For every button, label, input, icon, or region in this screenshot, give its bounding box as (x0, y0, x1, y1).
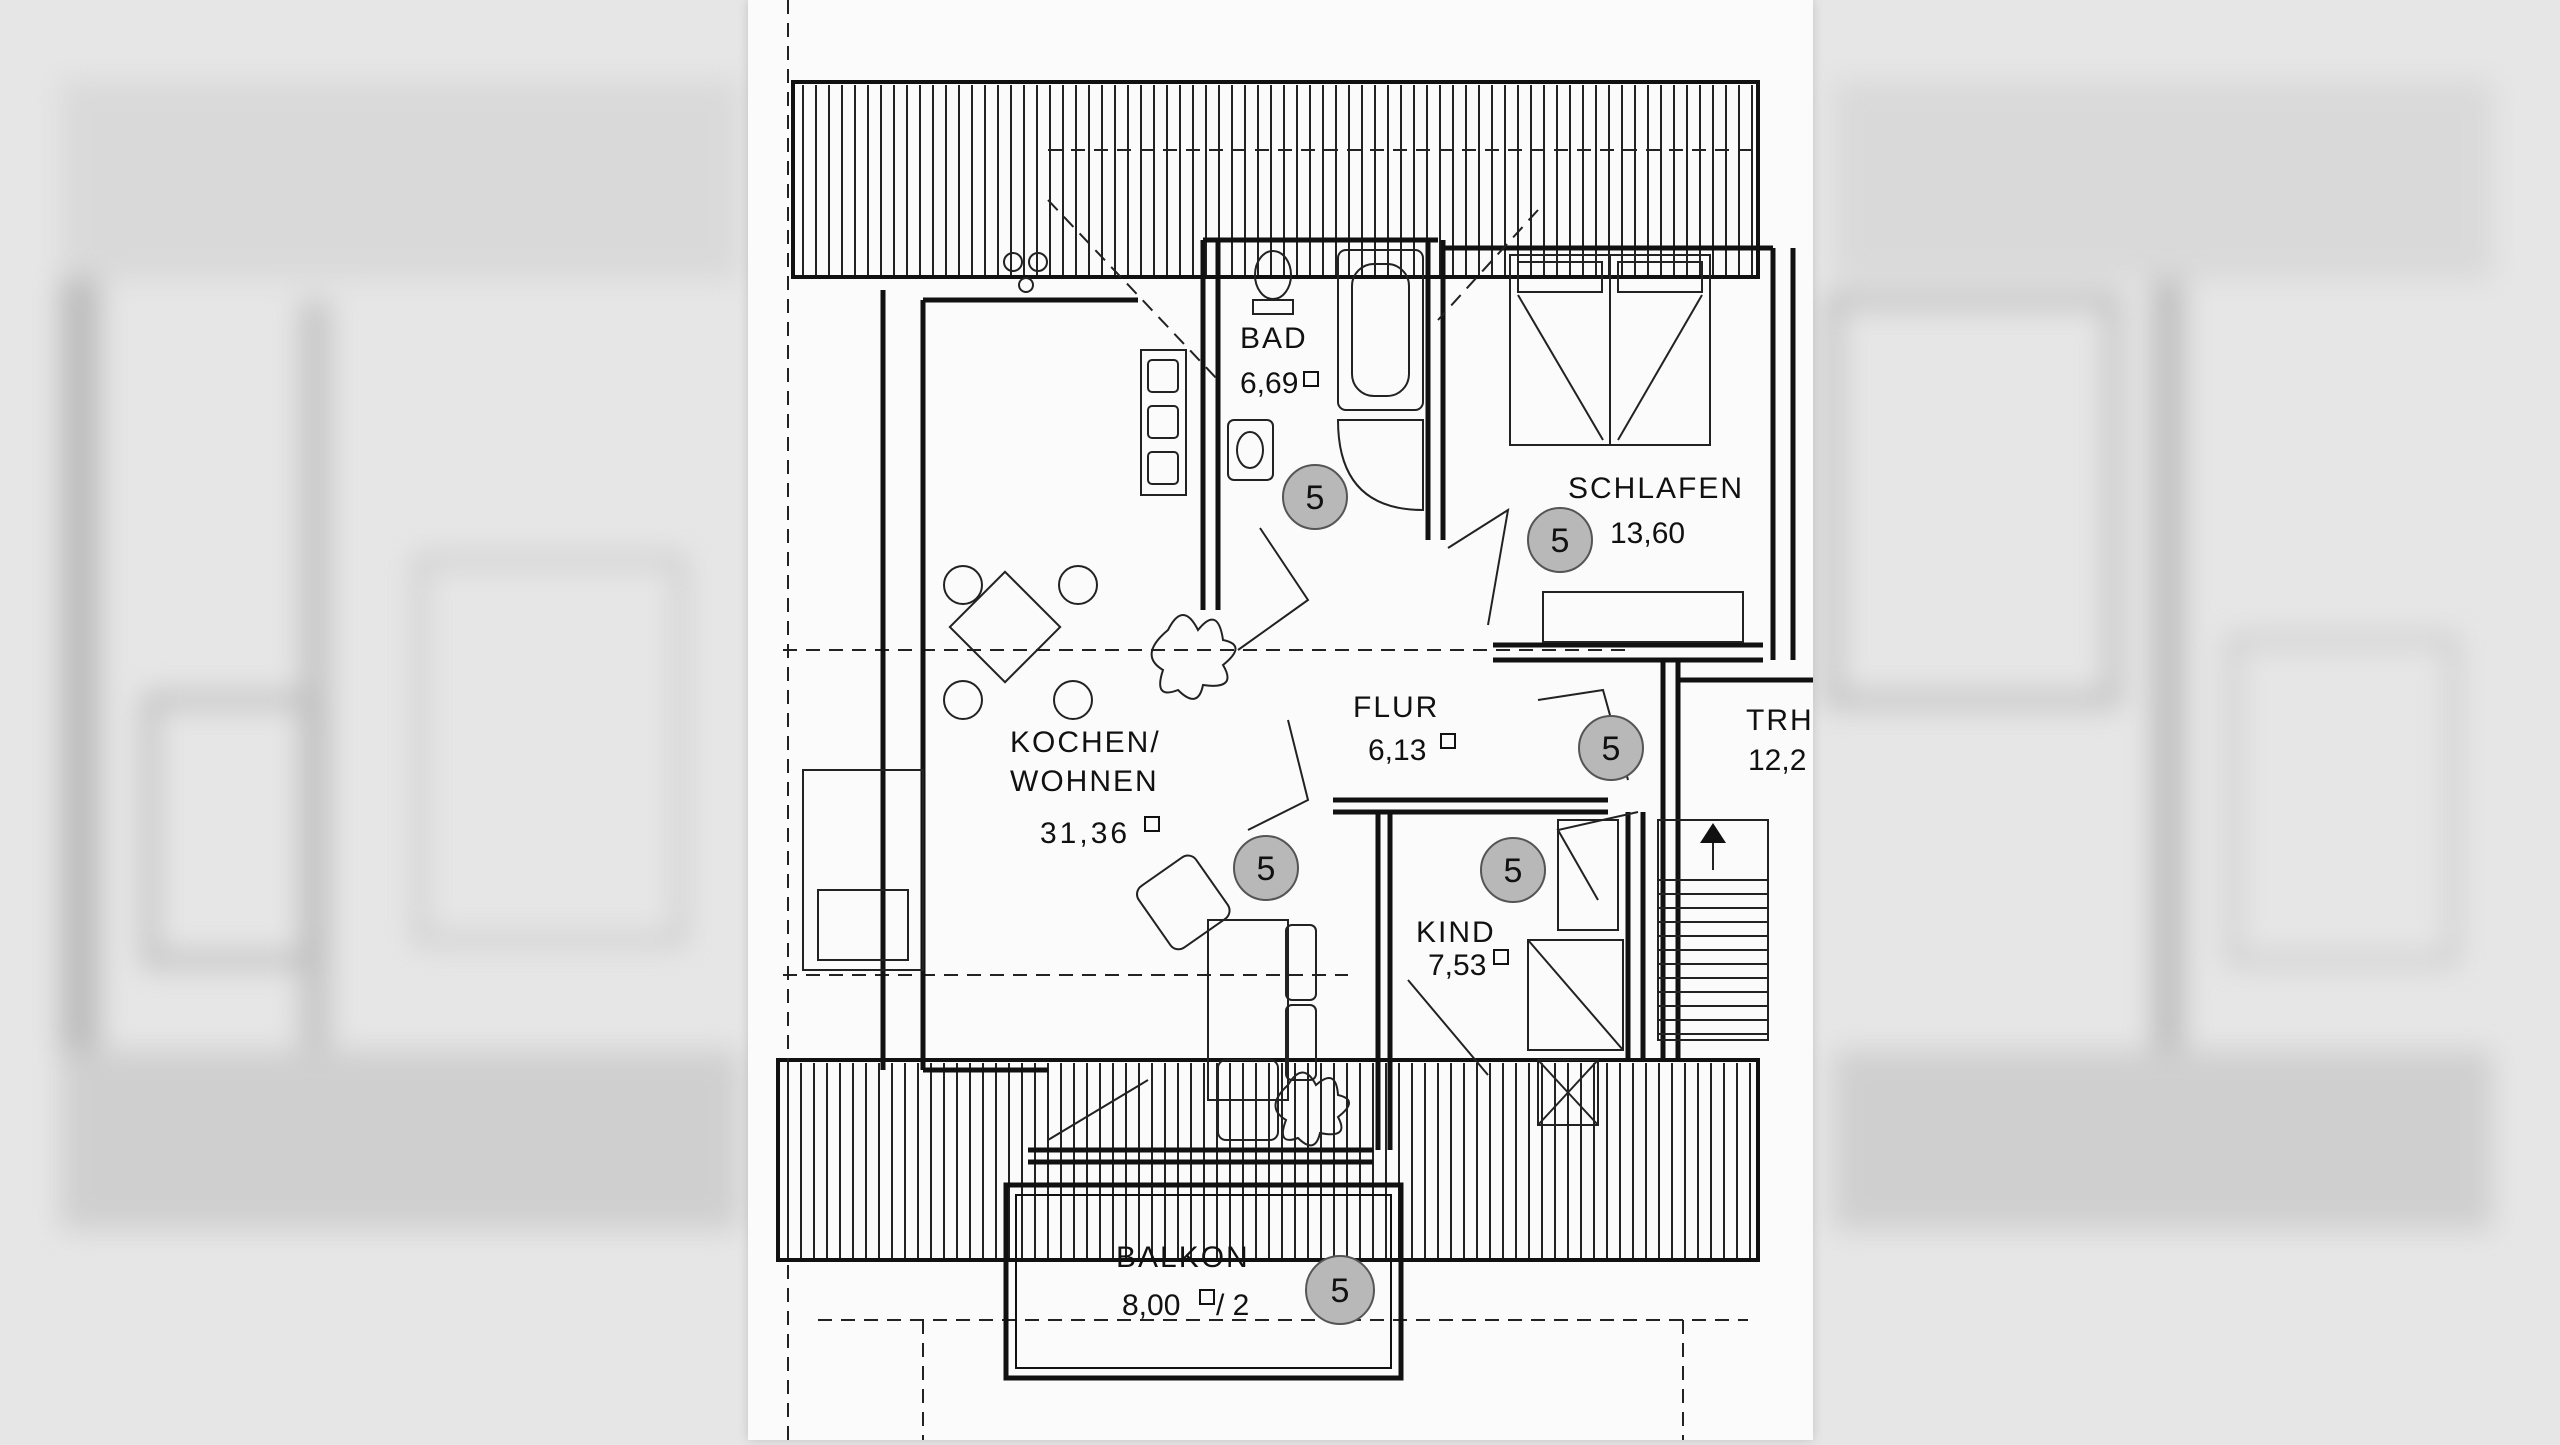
bathtub-icon (1337, 249, 1424, 411)
svg-text:5: 5 (1331, 1272, 1350, 1310)
bed-icon (1509, 254, 1744, 643)
sofa-icon (802, 769, 1317, 1141)
room-labels: BAD 6,69 SCHLAFEN 13,60 KOCHEN/ WOHNEN 3… (1010, 322, 1813, 1322)
badge-balkon: 5 (1305, 1255, 1375, 1325)
room-name-schlafen: SCHLAFEN (1568, 472, 1744, 505)
room-name-kind: KIND (1416, 916, 1496, 949)
roof-hatch-top (791, 80, 1760, 279)
stairs (1657, 819, 1769, 1041)
svg-text:5: 5 (1306, 479, 1325, 517)
room-area-balkon: 8,00 (1122, 1289, 1180, 1322)
stove-icon (1003, 252, 1187, 496)
sink-icon (1227, 419, 1274, 481)
room-name-kochen-line1: KOCHEN/ (1010, 726, 1161, 759)
floor-plan-sheet: BAD 6,69 SCHLAFEN 13,60 KOCHEN/ WOHNEN 3… (748, 0, 1813, 1440)
room-name-treppenhaus: TRH (1746, 704, 1813, 737)
plant-icon (1150, 614, 1350, 1147)
svg-text:5: 5 (1602, 730, 1621, 768)
svg-text:5: 5 (1257, 850, 1276, 888)
kid-bed-icon (1527, 819, 1624, 1126)
door-swings (1047, 199, 1639, 1141)
room-area-suffix-balkon: / 2 (1216, 1289, 1249, 1322)
badge-schlafen: 5 (1527, 507, 1593, 573)
badge-treppenhaus: 5 (1578, 715, 1644, 781)
room-name-kochen-line2: WOHNEN (1010, 765, 1159, 798)
room-area-treppenhaus: 12,2 (1748, 744, 1806, 777)
badges: 5 5 5 5 5 (1233, 464, 1644, 1325)
svg-text:5: 5 (1504, 852, 1523, 890)
room-name-bad: BAD (1240, 322, 1308, 355)
blurred-plan-right (1826, 80, 2493, 1230)
room-area-kind: 7,53 (1428, 949, 1486, 982)
room-name-balkon: BALKON (1116, 1241, 1250, 1274)
room-area-kochen: 31,36 (1040, 817, 1130, 850)
room-name-flur: FLUR (1353, 691, 1439, 724)
room-area-schlafen: 13,60 (1610, 517, 1685, 550)
dining-table-icon (943, 565, 1098, 720)
badge-kind: 5 (1480, 837, 1546, 903)
shower-icon (1336, 419, 1424, 512)
room-area-bad: 6,69 (1240, 367, 1298, 400)
svg-text:5: 5 (1551, 522, 1570, 560)
toilet-icon (1252, 250, 1294, 315)
room-area-flur: 6,13 (1368, 734, 1426, 767)
stair-arrow-icon (1700, 823, 1726, 843)
floor-plan-drawing: BAD 6,69 SCHLAFEN 13,60 KOCHEN/ WOHNEN 3… (776, 0, 1813, 1440)
badge-kochen: 5 (1233, 835, 1299, 901)
badge-bad: 5 (1282, 464, 1348, 530)
blurred-plan-left (60, 80, 740, 1230)
